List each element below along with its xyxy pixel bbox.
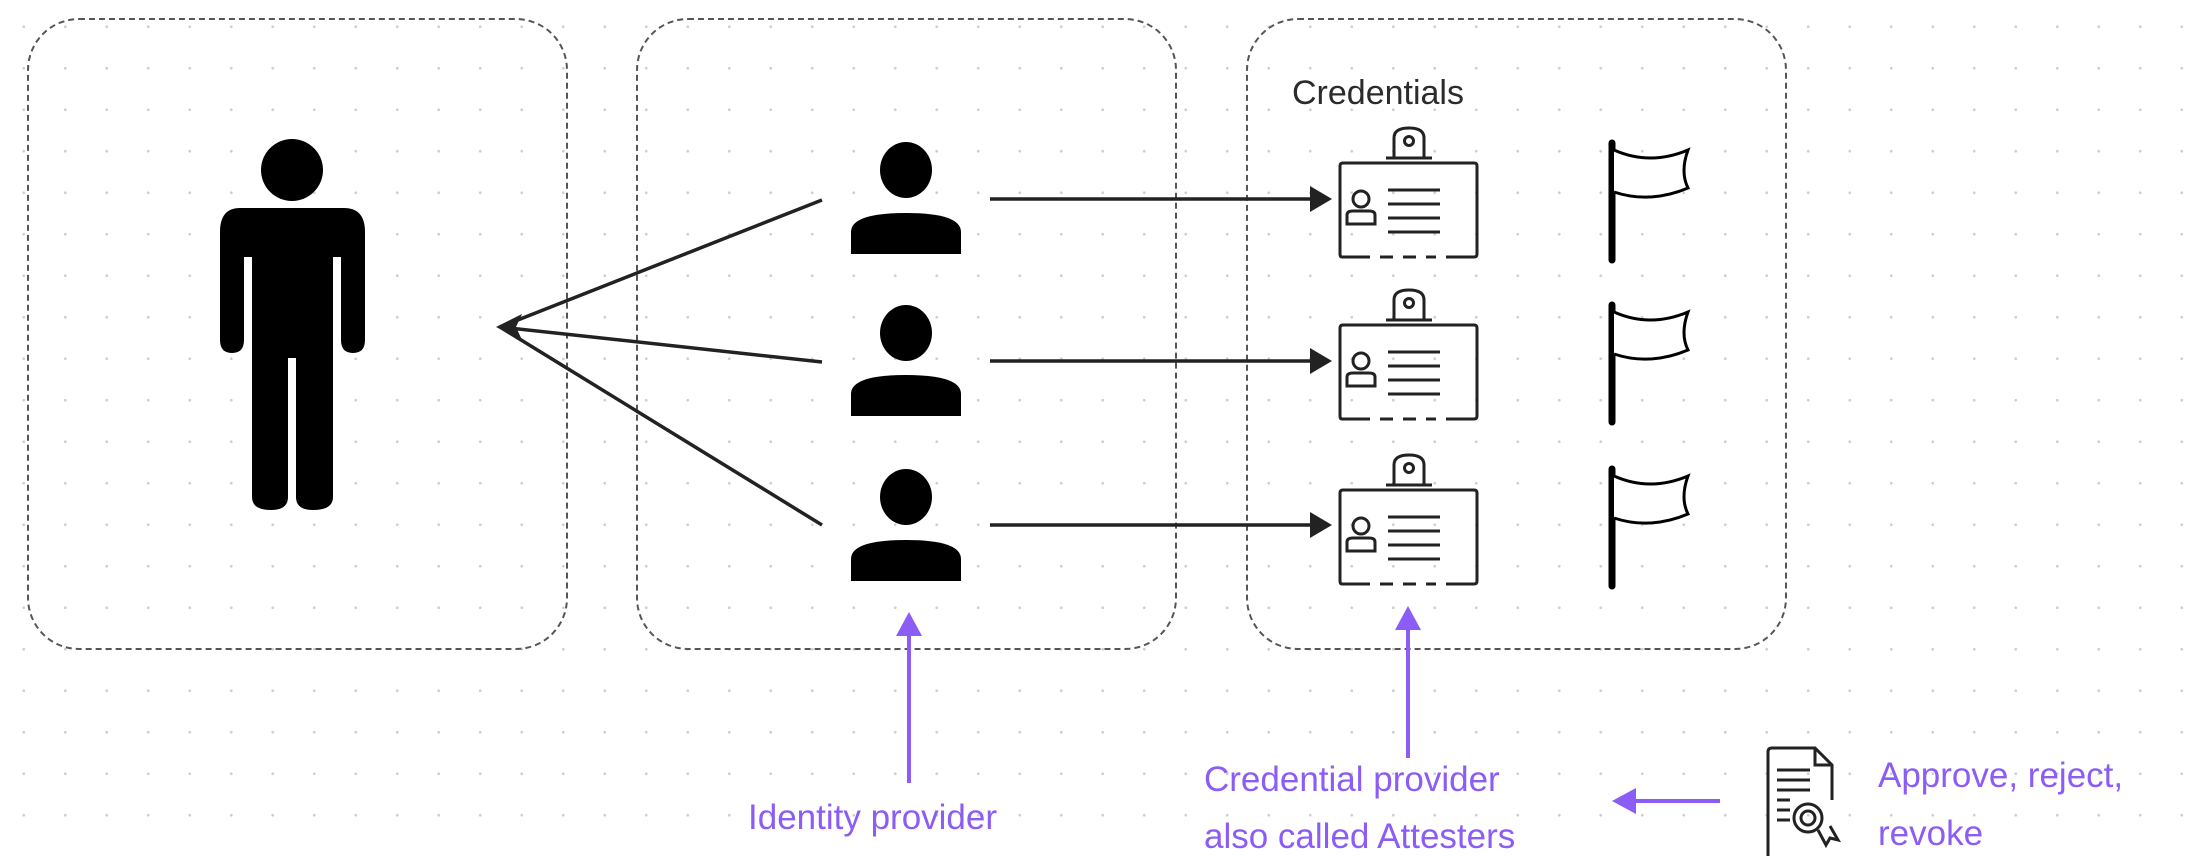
user-avatar-icon bbox=[851, 469, 961, 581]
id-badge-icon bbox=[1338, 126, 1479, 259]
credential-provider-label-line1: Credential provider bbox=[1204, 760, 1500, 799]
identity-group-box bbox=[636, 18, 1177, 650]
certificate-icon bbox=[1766, 746, 1842, 856]
identity-to-credential-arrows bbox=[990, 197, 1318, 527]
accent-arrows bbox=[896, 606, 1720, 814]
connector-identity-1-to-user bbox=[499, 198, 823, 329]
user-avatar-icon bbox=[851, 142, 961, 254]
identity-avatars bbox=[851, 142, 961, 581]
converge-arrowhead bbox=[496, 314, 522, 340]
connector-identity-3-to-user bbox=[499, 325, 823, 527]
credentials-heading: Credentials bbox=[1292, 74, 1464, 112]
connector-identity-2-to-user bbox=[499, 325, 823, 364]
identity-provider-label: Identity provider bbox=[748, 798, 998, 837]
actions-label-line1: Approve, reject, bbox=[1878, 756, 2124, 795]
identity-to-user-connectors bbox=[499, 198, 823, 527]
flag-icon bbox=[1612, 305, 1688, 422]
person-standing-icon bbox=[220, 139, 365, 510]
id-badge-icon bbox=[1338, 453, 1479, 586]
id-badge-icon bbox=[1338, 288, 1479, 421]
credentials-group-box bbox=[1246, 18, 1787, 650]
flag-icon bbox=[1608, 139, 1691, 264]
user-avatar-icon bbox=[851, 305, 961, 416]
arrowheads bbox=[1310, 186, 1332, 538]
credential-provider-label-line2: also called Attesters bbox=[1204, 817, 1516, 856]
actions-label-line2: revoke bbox=[1878, 814, 1984, 853]
flag-icon bbox=[1612, 469, 1688, 586]
